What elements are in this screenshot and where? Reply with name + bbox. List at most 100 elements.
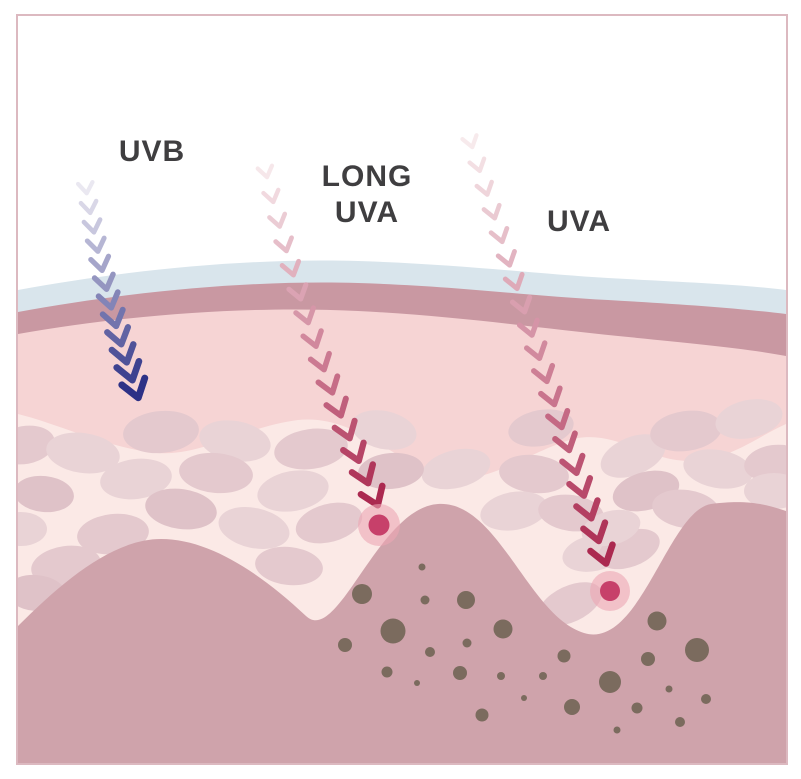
- melanin-dot: [675, 717, 685, 727]
- skin-cell: [650, 410, 722, 452]
- ray-long-uva-chevron: [261, 187, 281, 205]
- melanin-dot: [418, 563, 426, 571]
- uv-rays: [75, 133, 630, 611]
- ray-uvb: [75, 179, 149, 402]
- melanin-dot: [425, 647, 435, 657]
- ray-uva-chevron: [516, 317, 540, 338]
- skin-cell: [480, 491, 548, 531]
- ray-long-uva-chevron: [348, 461, 377, 487]
- ray-uva-chevron: [474, 179, 494, 197]
- ray-uvb-chevron: [113, 357, 143, 384]
- skin-diagram: [18, 133, 786, 763]
- melanin-dot: [497, 672, 505, 680]
- ray-long-uva: [255, 163, 400, 546]
- label-uvb: UVB: [118, 135, 186, 168]
- melanin-dot: [564, 699, 580, 715]
- skin-cell: [18, 512, 47, 546]
- melanin-dot: [631, 702, 643, 714]
- melanin-dot: [685, 638, 709, 662]
- skin-cell: [123, 410, 199, 454]
- skin-cells: [18, 399, 786, 626]
- skin-cell: [683, 449, 753, 489]
- ray-uvb-chevron: [108, 341, 137, 366]
- melanin-dot: [493, 619, 513, 639]
- ray-long-uva-chevron: [307, 350, 332, 373]
- skin-cell: [744, 444, 786, 482]
- ray-uva-chevron: [573, 497, 601, 522]
- ray-long-uva-chevron: [340, 439, 367, 464]
- melanin-dot: [599, 671, 621, 693]
- ray-long-uva-chevron: [255, 163, 275, 180]
- melanin-dot: [521, 695, 527, 701]
- ray-uvb-chevron: [118, 374, 149, 402]
- ray-uvb-chevron: [84, 235, 107, 254]
- ray-uvb-chevron: [99, 306, 126, 330]
- melanin-dot: [539, 672, 547, 680]
- melanin-dot: [475, 708, 489, 722]
- skin-cell: [744, 473, 786, 509]
- ray-uva-chevron: [481, 202, 502, 221]
- melanin-dots: [338, 563, 711, 734]
- ray-uva-chevron: [538, 385, 563, 408]
- skin-cell: [715, 399, 783, 439]
- melanin-dot: [462, 638, 472, 648]
- skin-cell: [199, 420, 271, 462]
- skin-cell: [18, 425, 55, 465]
- ray-uvb-chevron: [78, 198, 99, 216]
- skin-cell: [218, 507, 290, 549]
- ray-uva-chevron: [545, 408, 571, 431]
- melanin-dot: [457, 591, 475, 609]
- ray-long-uva-impact-dot: [368, 514, 390, 536]
- skin-cell: [100, 458, 172, 500]
- ray-uva-chevron: [502, 271, 525, 292]
- ray-uva-chevron: [460, 133, 479, 150]
- melanin-dot: [665, 685, 673, 693]
- melanin-dot: [453, 666, 467, 680]
- skin-cell: [351, 410, 417, 450]
- ray-long-uva-chevron: [279, 258, 302, 278]
- skin-cell: [257, 470, 329, 512]
- ray-uva-chevron: [580, 519, 609, 545]
- melanin-dot: [641, 652, 655, 666]
- ray-long-uva-chevron: [286, 282, 309, 302]
- ray-uva-impact-dot: [600, 581, 620, 601]
- ray-uva-chevron: [587, 541, 616, 567]
- skin-cell: [145, 488, 217, 530]
- label-uva: UVA: [546, 205, 612, 238]
- skin-cell: [600, 434, 666, 478]
- ray-uvb-chevron: [81, 217, 103, 235]
- ray-long-uva-chevron: [331, 417, 358, 442]
- ray-uva-chevron: [566, 475, 594, 499]
- skin-cell: [295, 502, 363, 544]
- melanin-dot: [701, 694, 711, 704]
- melanin-dot: [352, 584, 372, 604]
- ray-long-uva-chevron: [323, 395, 349, 419]
- melanin-dot: [414, 680, 420, 686]
- ray-uvb-chevron: [104, 324, 132, 348]
- ray-long-uva-chevron: [267, 211, 288, 229]
- skin-cell: [421, 448, 491, 490]
- ray-long-uva-chevron: [273, 235, 294, 254]
- melanin-dot: [338, 638, 352, 652]
- diagram-frame: UVB LONG UVA UVA: [16, 14, 788, 765]
- melanin-dot: [557, 649, 571, 663]
- ray-uva-chevron: [467, 156, 487, 174]
- melanin-dot: [420, 595, 430, 605]
- skin-cell: [46, 432, 120, 474]
- skin-cell: [499, 454, 569, 494]
- ray-uva-chevron: [552, 430, 578, 454]
- ray-uvb-chevron: [75, 179, 95, 196]
- ray-long-uva-chevron: [300, 328, 324, 349]
- ray-uva-chevron: [488, 225, 510, 245]
- ray-uva: [460, 133, 630, 611]
- ray-uvb-chevron: [88, 253, 112, 274]
- skin-cell: [18, 475, 74, 513]
- ray-uva-chevron: [559, 452, 586, 477]
- ray-long-uva-chevron: [315, 373, 341, 396]
- ray-uvb-chevron: [95, 289, 121, 311]
- melanin-dot: [613, 726, 621, 734]
- ray-uva-chevron: [495, 248, 517, 268]
- ray-uvb-chevron: [91, 271, 116, 292]
- ray-uva-chevron: [509, 294, 533, 315]
